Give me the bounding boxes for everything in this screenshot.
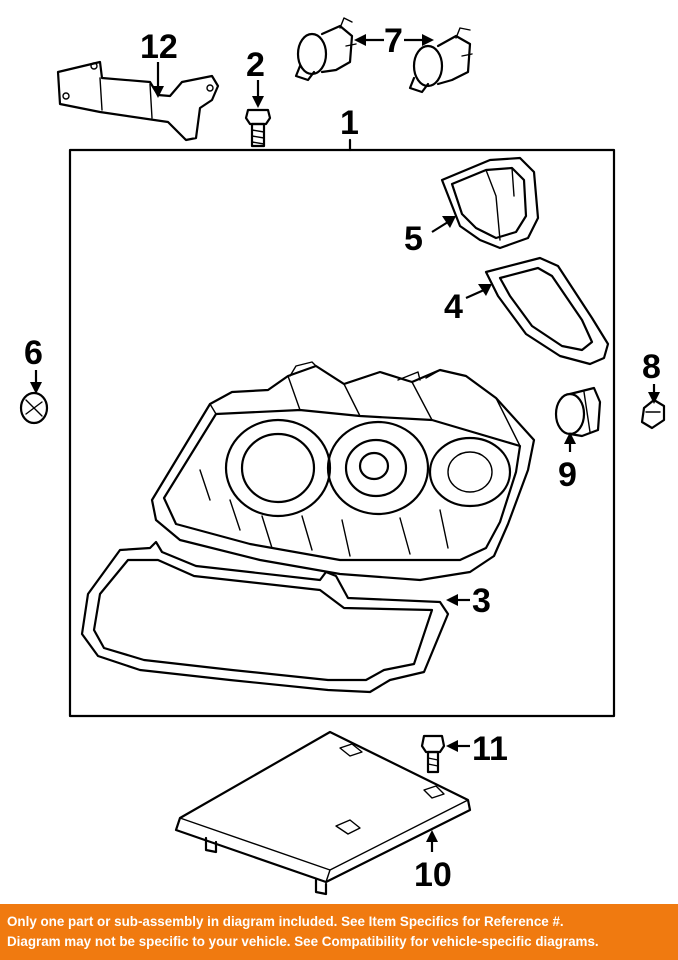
callout-6: 6 — [24, 334, 43, 372]
callout-5: 5 — [404, 220, 423, 258]
arrow-5 — [431, 221, 449, 233]
callout-12: 12 — [140, 28, 178, 66]
callout-3: 3 — [472, 582, 491, 620]
part-4-gasket — [484, 256, 610, 366]
headlamp-parts-diagram: 12 2 7 1 5 4 — [19, 17, 666, 896]
callout-9: 9 — [558, 456, 577, 494]
headlamp-housing — [150, 361, 536, 582]
callout-10: 10 — [414, 856, 452, 894]
part-5-boot — [440, 156, 540, 250]
disclaimer-banner: Only one part or sub-assembly in diagram… — [0, 904, 678, 960]
assembly-frame — [68, 148, 616, 718]
part-3-lens-gasket — [80, 540, 450, 694]
part-12-bracket — [56, 60, 220, 142]
callout-8: 8 — [642, 348, 661, 386]
arrow-4 — [465, 288, 485, 300]
part-7-bulb-right — [408, 27, 473, 94]
part-9-socket — [554, 386, 602, 438]
callout-4: 4 — [444, 288, 463, 326]
disclaimer-line-1: Only one part or sub-assembly in diagram… — [7, 914, 564, 929]
callout-2: 2 — [246, 46, 265, 84]
part-8-bulb — [640, 398, 666, 430]
part-7-bulb-left — [294, 17, 357, 82]
part-6-cap — [19, 391, 49, 425]
callout-1: 1 — [340, 104, 359, 142]
disclaimer-line-2: Diagram may not be specific to your vehi… — [7, 934, 599, 949]
callout-7: 7 — [384, 22, 403, 60]
part-11-bolt — [420, 734, 446, 774]
part-2-bolt — [244, 108, 272, 148]
part-10-cover — [174, 730, 472, 896]
callout-11: 11 — [472, 730, 508, 768]
